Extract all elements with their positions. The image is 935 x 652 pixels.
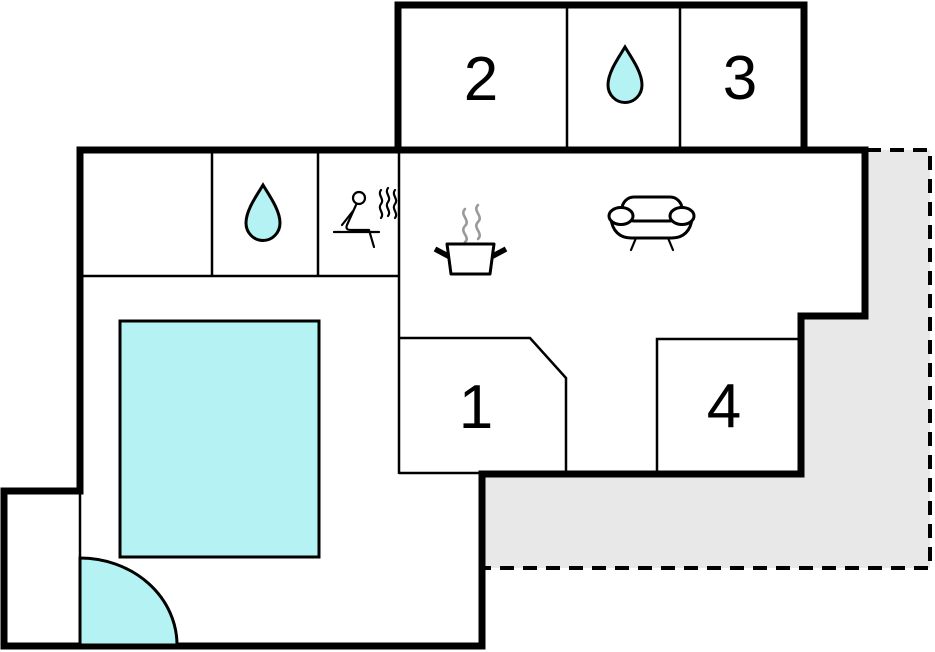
room-1-label: 1 [459, 373, 493, 442]
room-4-walls [655, 337, 801, 474]
room-labels: 2 3 1 4 [459, 44, 757, 442]
room-1-walls [399, 336, 568, 474]
water-drop-shape [244, 182, 282, 242]
sofa-leg-left [629, 236, 638, 252]
sofa-armrest-left [607, 206, 635, 226]
sofa-leg-right [666, 236, 675, 252]
sauna-person-body [345, 203, 376, 249]
sauna-icon [332, 186, 398, 249]
sofa-armrest-right [668, 206, 696, 226]
terrace-area [483, 150, 930, 568]
stove-icon [433, 203, 508, 276]
stove-steam [462, 203, 481, 244]
terrace [483, 148, 932, 570]
sauna-person-arm [340, 209, 355, 227]
swimming-pool [118, 319, 321, 559]
sofa-icon [607, 195, 696, 252]
sofa-body [609, 217, 694, 240]
terrace-dashed-border [485, 148, 932, 570]
water-drop-shape [606, 44, 644, 104]
water-drop-icon-top [606, 44, 644, 104]
room-3-label: 3 [723, 44, 757, 113]
room-2-label: 2 [464, 45, 498, 114]
corner-pool [78, 556, 179, 647]
room-4-label: 4 [707, 372, 741, 441]
sauna-person-head [351, 190, 367, 206]
water-drop-icon-left [244, 182, 282, 242]
pot-body [445, 242, 496, 276]
sauna-steam [378, 186, 398, 220]
